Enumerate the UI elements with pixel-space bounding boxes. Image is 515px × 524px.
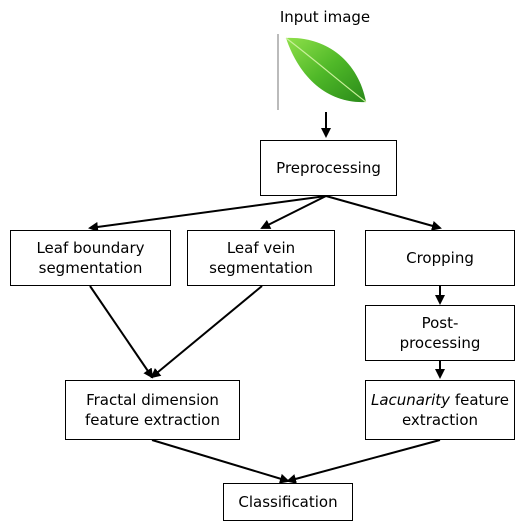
classification-box: Classification bbox=[223, 483, 353, 521]
cropping-label: Cropping bbox=[406, 248, 474, 267]
fractal-label-line2: feature extraction bbox=[85, 411, 220, 429]
lacunarity-rest: feature bbox=[450, 390, 510, 409]
arrow-preprocessing-to-boundary bbox=[88, 195, 327, 232]
input-image-label: Input image bbox=[279, 8, 371, 26]
arrow-lacunarity-to-classification bbox=[286, 439, 441, 484]
preprocessing-label: Preprocessing bbox=[276, 158, 381, 177]
post-processing-label-line2: processing bbox=[399, 334, 481, 352]
fractal-label-line1: Fractal dimension bbox=[86, 390, 219, 409]
arrow-preprocessing-to-vein bbox=[260, 195, 327, 229]
leaf-image bbox=[277, 34, 367, 110]
arrow-preprocessing-to-cropping bbox=[325, 195, 442, 231]
arrow-fractal-to-classification bbox=[151, 439, 290, 484]
classification-label: Classification bbox=[238, 492, 338, 511]
leaf-boundary-label-line1: Leaf boundary bbox=[36, 238, 145, 257]
leaf-boundary-label-line2: segmentation bbox=[38, 259, 143, 277]
lacunarity-label-line2: extraction bbox=[401, 411, 479, 429]
post-processing-box: Post- processing bbox=[365, 305, 515, 361]
arrow-vein-to-fractal bbox=[150, 285, 263, 379]
lacunarity-italic: Lacunarity bbox=[370, 390, 451, 409]
preprocessing-box: Preprocessing bbox=[260, 140, 397, 196]
lacunarity-label-line1: Lacunarity feature bbox=[371, 390, 509, 410]
leaf-boundary-segmentation-box: Leaf boundary segmentation bbox=[10, 230, 171, 286]
leaf-vein-segmentation-box: Leaf vein segmentation bbox=[187, 230, 335, 286]
leaf-vein-label-line1: Leaf vein bbox=[226, 238, 296, 257]
fractal-dimension-box: Fractal dimension feature extraction bbox=[65, 380, 240, 440]
arrow-boundary-to-fractal bbox=[89, 285, 154, 379]
lacunarity-box: Lacunarity feature extraction bbox=[365, 380, 515, 440]
leaf-vein-label-line2: segmentation bbox=[209, 259, 313, 277]
post-processing-label-line1: Post- bbox=[421, 313, 459, 332]
cropping-box: Cropping bbox=[365, 230, 515, 286]
